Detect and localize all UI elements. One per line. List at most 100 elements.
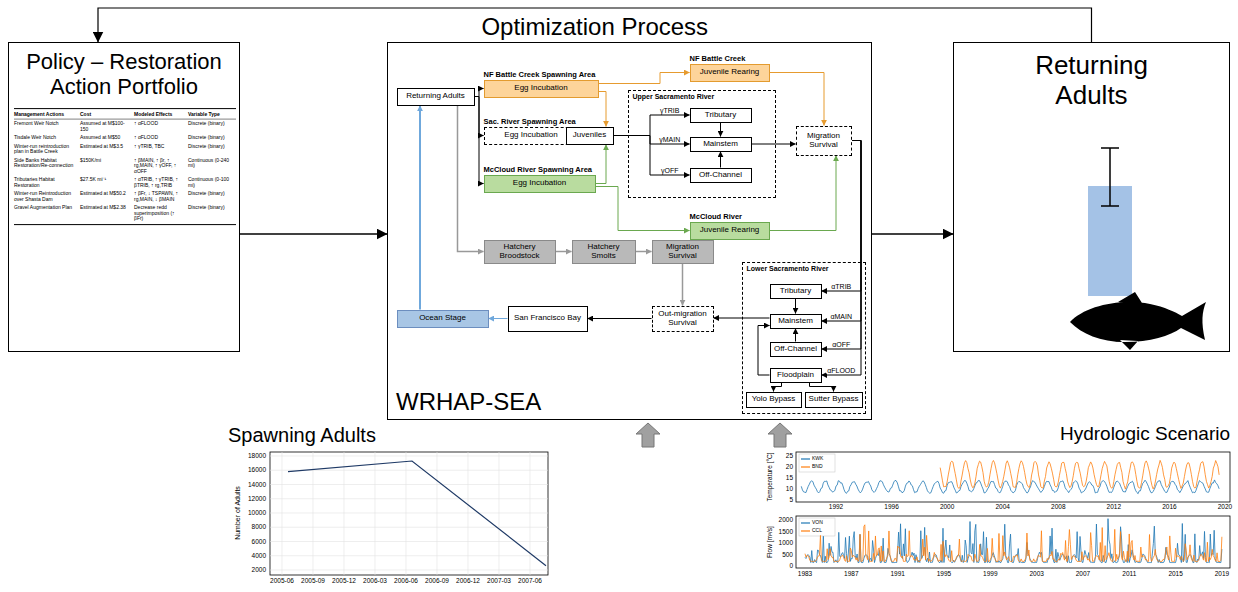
region-box: Upper Sacramento RiverTributaryMainstemO… xyxy=(628,90,776,198)
flow-connector xyxy=(489,318,508,319)
grid-line xyxy=(406,452,407,575)
flow-connector xyxy=(614,115,690,136)
tick-label: 2005-12 xyxy=(332,577,356,584)
flow-connector xyxy=(596,187,690,231)
tick-label: 16000 xyxy=(248,467,266,474)
legend-label: BND xyxy=(812,464,823,470)
flow-connector xyxy=(822,141,862,350)
edge-label: γMAIN xyxy=(658,136,681,143)
box-label: Migration Survival xyxy=(799,132,849,150)
tick-label: 2011 xyxy=(1122,570,1136,577)
data-line xyxy=(288,461,546,566)
table-cell: Assumed at M$50 xyxy=(80,135,130,141)
process-box: Hatchery Smolts xyxy=(572,240,636,264)
tick-label: 10000 xyxy=(248,509,266,516)
grid-line xyxy=(437,452,438,575)
box-heading: Upper Sacramento River xyxy=(633,93,715,101)
tick-label: 2019 xyxy=(1215,570,1229,577)
table-cell: ↑ βFr, ↓ TSPAWN, ↑ rg,MAIN, ↓ βMAIN xyxy=(134,191,184,202)
chart-frame xyxy=(270,452,548,575)
flow-connector xyxy=(599,92,607,127)
box-heading: McCloud River xyxy=(690,213,743,222)
box-label: Yolo Bypass xyxy=(752,395,796,404)
flow-connector xyxy=(682,264,684,306)
flow-connector xyxy=(556,251,572,253)
table-cell: Assumed at M$100-150 xyxy=(80,121,130,132)
tick-label: 1987 xyxy=(844,570,858,577)
legend-label: VON xyxy=(812,520,823,526)
grid-line xyxy=(270,456,548,457)
tick-label: 12000 xyxy=(248,495,266,502)
box-label: Tributary xyxy=(705,111,736,120)
process-box: Hatchery Broodstock xyxy=(484,240,556,264)
box-label: Egg Incubation xyxy=(504,131,557,140)
box-heading: NF Battle Creek Spawning Area xyxy=(484,71,596,80)
process-box: Returning Adults xyxy=(397,88,475,106)
table-cell: Discrete (binary) xyxy=(188,144,236,150)
legend-label: KWK xyxy=(812,456,823,462)
process-box: Sutter Bypass xyxy=(805,392,863,408)
tick-label: 2015 xyxy=(1168,570,1182,577)
process-box: Mainstem xyxy=(690,137,752,152)
table-cell: Winter-run reintroduction plan in Battle… xyxy=(14,144,76,155)
table-cell: Side Banks Habitat Restoration/Re-connec… xyxy=(14,158,76,169)
tick-label: 18000 xyxy=(248,452,266,459)
edge-label: γOFF xyxy=(660,167,680,174)
table-cell: Continuous (0-240 mi) xyxy=(188,158,236,169)
tick-label: 500 xyxy=(782,551,793,558)
flow-connector xyxy=(458,106,484,252)
box-label: Egg Incubation xyxy=(513,179,566,188)
table-cell: Gravel Augmentation Plan xyxy=(14,205,76,211)
table-cell: Discrete (binary) xyxy=(188,191,236,197)
input-arrow xyxy=(768,423,792,447)
tick-label: 5 xyxy=(789,496,793,503)
error-bar xyxy=(1101,148,1119,206)
table-cell: ↑ αFLOOD xyxy=(134,121,184,127)
tick-label: 10 xyxy=(786,485,793,492)
box-label: Migration Survival xyxy=(655,243,711,261)
flow-connector xyxy=(795,329,796,342)
process-box: Migration Survival xyxy=(652,240,714,264)
grid-line xyxy=(270,541,548,542)
process-box: NF Battle CreekJuvenile Rearing xyxy=(690,64,770,82)
box-label: Sutter Bypass xyxy=(809,395,859,404)
box-label: Off-Channel xyxy=(774,345,817,354)
tick-label: 2003 xyxy=(1029,570,1043,577)
tick-label: 2005-09 xyxy=(301,577,325,584)
chart-title: Hydrologic Scenario xyxy=(1060,424,1230,445)
box-heading: Policy – Restoration Action Portfolio xyxy=(13,49,235,100)
flow-connector xyxy=(822,141,862,322)
axis-title: Number of Adults xyxy=(234,486,242,540)
process-box: San Francisco Bay xyxy=(508,306,588,332)
tick-label: 2004 xyxy=(995,503,1009,510)
box-label: Returning Adults xyxy=(406,92,465,101)
flow-connector xyxy=(774,383,782,392)
table-cell: Fremont Weir Notch xyxy=(14,121,76,127)
data-line xyxy=(805,525,1222,562)
edge-label: αMAIN xyxy=(829,313,853,320)
legend-label: CCL xyxy=(812,528,822,534)
table-cell: ↑ αFLOOD xyxy=(134,135,184,141)
grid-line xyxy=(270,570,548,571)
box-heading: Lower Sacramento River xyxy=(747,265,829,273)
tick-label: 4000 xyxy=(252,552,266,559)
legend-sample xyxy=(801,458,810,459)
grid-line xyxy=(270,498,548,499)
process-box: Migration Survival xyxy=(796,126,852,156)
table-cell: ↑ αTRIB, ↑ γTRIB, ↑ βTRIB, ↑ rg,TRIB xyxy=(134,177,184,188)
box-heading: Sac. River Spawning Area xyxy=(484,118,576,127)
box-label: Out-migration Survival xyxy=(655,310,711,328)
flow-connector xyxy=(614,136,690,145)
table-rule xyxy=(14,224,236,225)
flow-connector xyxy=(475,97,484,184)
flow-connector xyxy=(770,73,825,126)
box-heading: WRHAP-SEA xyxy=(396,389,541,415)
panel-box: Returning Adults xyxy=(953,42,1230,352)
edge-label: αTRIB xyxy=(830,283,852,290)
box-label: Hatchery Broodstock xyxy=(487,243,553,261)
tick-label: 2005-06 xyxy=(270,577,294,584)
table-cell: Estimated at M$2.38 xyxy=(80,205,130,211)
table-cell: $150K/mi xyxy=(80,158,130,164)
box-label: San Francisco Bay xyxy=(514,314,581,323)
